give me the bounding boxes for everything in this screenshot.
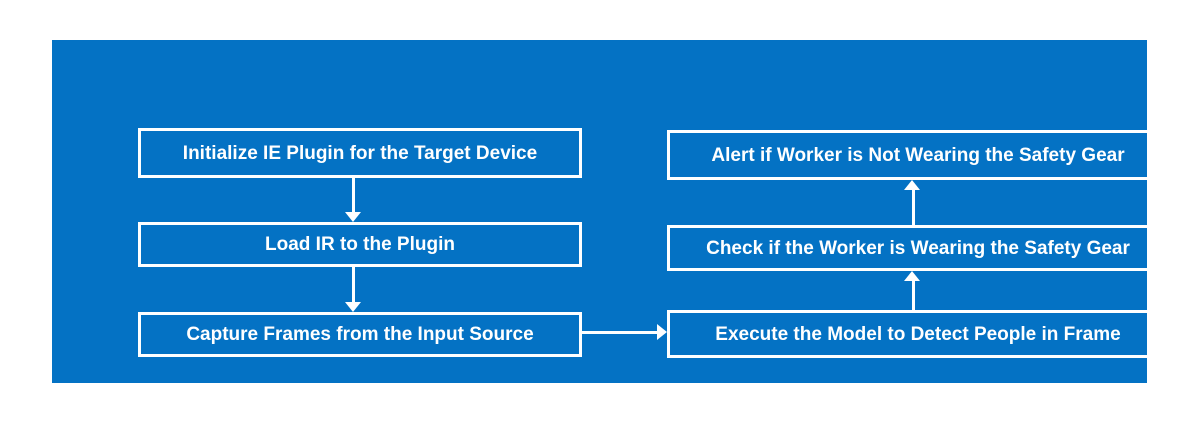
node-execute-model-detect-people: Execute the Model to Detect People in Fr… [667,310,1169,358]
node-capture-frames: Capture Frames from the Input Source [138,312,582,357]
arrow-shaft [352,267,355,302]
arrow-shaft [352,178,355,212]
arrow-down-icon [345,212,361,222]
node-load-ir-to-plugin: Load IR to the Plugin [138,222,582,267]
flowchart-panel: Initialize IE Plugin for the Target Devi… [52,40,1169,383]
arrow-shaft [582,331,657,334]
arrow-up-icon [904,271,920,281]
arrow-shaft [912,281,915,310]
arrow-down-icon [345,302,361,312]
arrow-right-icon [657,324,667,340]
node-alert-not-wearing-gear: Alert if Worker is Not Wearing the Safet… [667,130,1169,180]
node-initialize-ie-plugin: Initialize IE Plugin for the Target Devi… [138,128,582,178]
arrow-shaft [912,190,915,225]
node-check-wearing-gear: Check if the Worker is Wearing the Safet… [667,225,1169,271]
arrow-up-icon [904,180,920,190]
